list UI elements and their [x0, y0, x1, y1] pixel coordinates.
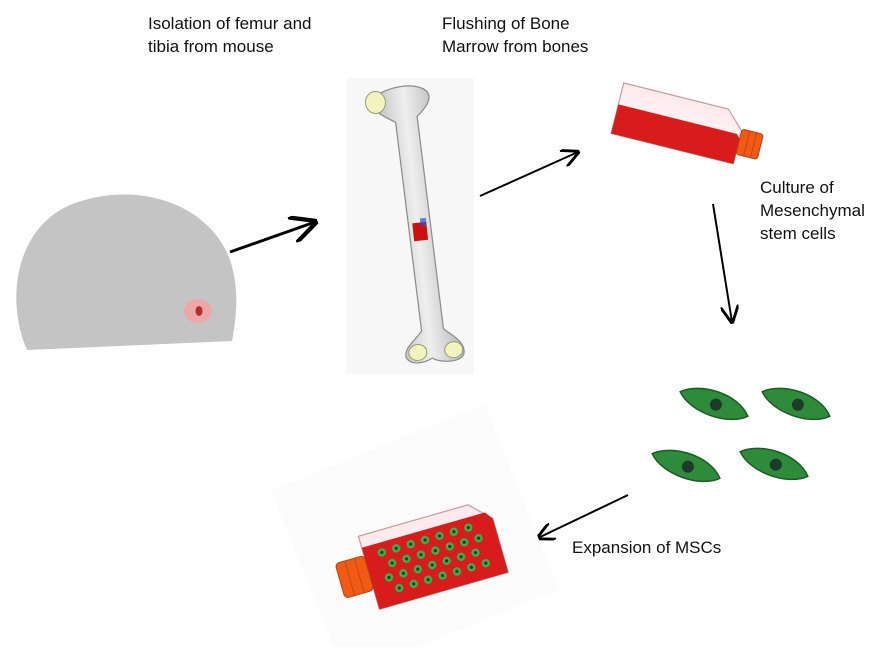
arrow-bone-to-flask [480, 152, 578, 196]
femur-bone-icon [346, 78, 474, 374]
arrow-cells-to-expansion [538, 495, 628, 538]
step-label-line: Marrow from bones [442, 35, 588, 58]
step-label-culture: Culture of Mesenchymal stem cells [760, 176, 865, 245]
step-label-line: Expansion of MSCs [572, 536, 721, 559]
step-label-line: stem cells [760, 222, 865, 245]
step-label-line: tibia from mouse [148, 35, 311, 58]
step-label-isolation: Isolation of femur and tibia from mouse [148, 12, 311, 58]
mouse-head-icon [16, 194, 236, 350]
msc-cell-icon [676, 380, 752, 428]
expansion-flask-icon [271, 404, 559, 647]
culture-flask-icon [611, 83, 767, 169]
step-label-line: Culture of [760, 176, 865, 199]
msc-cell-icon [648, 442, 724, 490]
step-label-line: Mesenchymal [760, 199, 865, 222]
step-label-line: Flushing of Bone [442, 12, 588, 35]
step-label-expansion: Expansion of MSCs [572, 536, 721, 559]
arrow-mouse-to-bone [230, 222, 315, 252]
msc-cell-group [648, 380, 834, 490]
msc-cell-icon [758, 380, 834, 428]
arrow-flask-to-cells [713, 204, 732, 322]
step-label-flushing: Flushing of Bone Marrow from bones [442, 12, 588, 58]
msc-cell-icon [736, 440, 812, 488]
step-label-line: Isolation of femur and [148, 12, 311, 35]
